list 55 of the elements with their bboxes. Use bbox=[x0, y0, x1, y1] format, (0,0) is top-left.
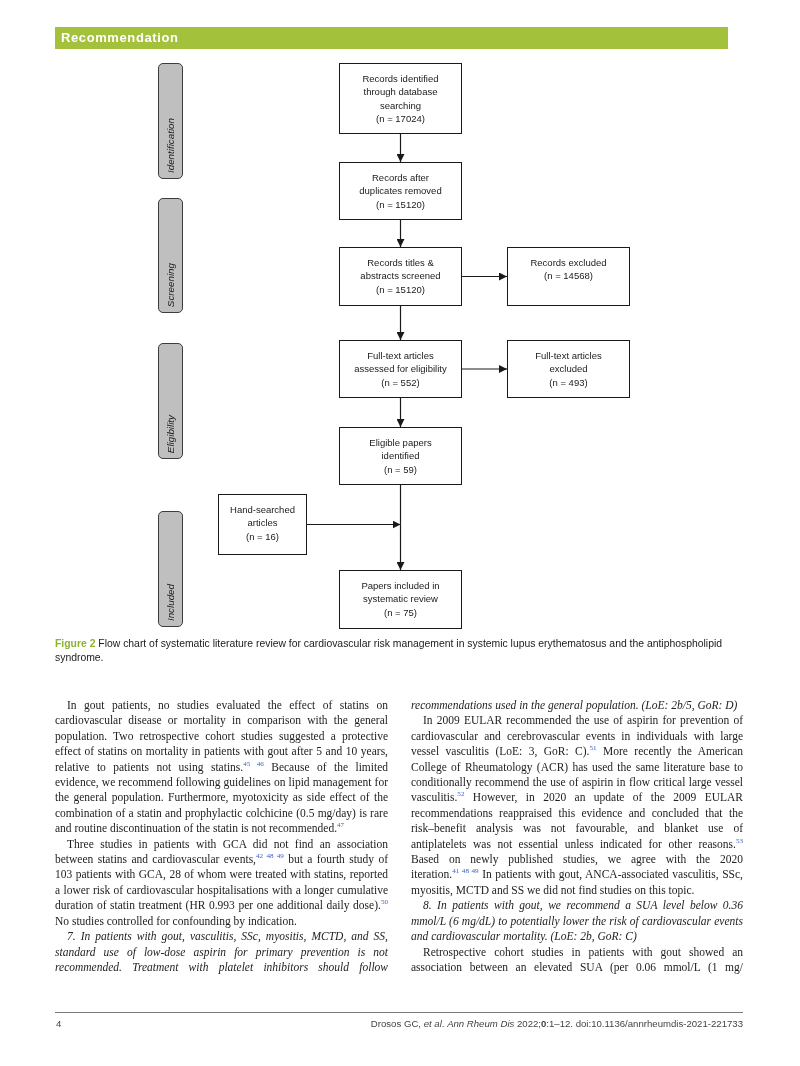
box-label: Records identified through database searching bbox=[361, 72, 440, 112]
recommendation-paragraph: recommendations used in the general population. (LoE: 2b/5, GoR: D) bbox=[411, 698, 739, 714]
count-label: (n = 15120) bbox=[376, 197, 425, 211]
arrow bbox=[396, 397, 405, 428]
body-paragraph: In gout patients, no studies evaluated the effect of statins on cardiovascular disease or mortality in comparison with the general population. Two retrospective cohort studies suggested a protective effect of statins on mortality in patients with gout after 5 and 10 years, relative to patients not using statins.$^{45 46}$ Because of the limited evidence, we recommend following guidelines on lipid management for the general population. Furthermore, myotoxicity as side effect of the combination of a statin and prophylactic colchicine (0.5 mg/day) is rare and routine discontinuation of the statin is not recommended.$^{47}$ bbox=[55, 698, 388, 837]
count-label: (n = 75) bbox=[384, 605, 417, 619]
arrow bbox=[396, 305, 405, 341]
process-box bbox=[339, 570, 462, 629]
process-box bbox=[507, 340, 630, 398]
count-label: (n = 15120) bbox=[376, 282, 425, 296]
process-box bbox=[339, 340, 462, 398]
count-label: (n = 14568) bbox=[544, 269, 593, 283]
box-label: Papers included in systematic review bbox=[360, 579, 441, 606]
count-label: (n = 17024) bbox=[376, 111, 425, 126]
arrow bbox=[461, 365, 508, 373]
box-label: Eligible papers identified bbox=[368, 436, 433, 463]
arrow bbox=[396, 523, 405, 571]
figure-caption: Figure 2 Flow chart of systematic literature review for cardiovascular risk management in systemic lupus erythematosus and the antiphospholipid syndrome. bbox=[55, 637, 724, 664]
count-label: (n = 552) bbox=[381, 375, 420, 389]
box-label: Records excluded bbox=[530, 256, 607, 270]
arrow bbox=[396, 133, 405, 163]
process-box bbox=[218, 494, 307, 555]
box-label: Records after duplicates removed bbox=[358, 171, 443, 198]
count-label: (n = 16) bbox=[246, 529, 279, 543]
process-box bbox=[507, 247, 630, 306]
count-label: (n = 59) bbox=[384, 462, 417, 476]
box-label: Records titles & abstracts screened bbox=[359, 256, 442, 283]
section-heading: Recommendation bbox=[55, 27, 728, 49]
arrow bbox=[461, 272, 508, 281]
stage-band bbox=[158, 198, 183, 313]
recommendation-paragraph: 7. In patients with gout, vasculitis, SSc, myositis, MCTD, and SS, standard use of low-dose aspirin for primary prevention is not recommended. Treatment with platelet inhibitors should follow bbox=[55, 929, 388, 976]
stage-band bbox=[158, 63, 183, 179]
body-paragraph: In 2009 EULAR recommended the use of aspirin for prevention of cardiovascular and cerebrovascular events in individuals with large vessel vasculitis (LoE: 3, GoR: C).$^{51}$ More recently the American College of Rheumatology (ACR) has used the same literature base to conditionally recommend the use of aspirin in flow critical large vessel vasculitis.$^{52}$ However, in 2020 an update of the 2009 EULAR recommendations reappraised this evidence and concluded that the risk–benefit analysis was not favourable, and blanket use of antiplatelets was not essential unless indicated for other reasons.$^{53}$ Based on newly published studies, we agree with the 2020 iteration.$^{41 48 49}$ In patients with gout, ANCA-associated vasculitis, SSc, myositis, MCTD and SS we did not find studies on this topic. bbox=[411, 713, 743, 899]
process-box bbox=[339, 247, 462, 306]
process-box bbox=[339, 162, 462, 220]
process-box bbox=[339, 63, 462, 134]
box-label: Full-text articles excluded bbox=[534, 349, 603, 376]
stage-band bbox=[158, 343, 183, 459]
stage-label: Identification bbox=[164, 118, 177, 173]
stage-label: Eligibility bbox=[164, 414, 177, 453]
body-paragraph: Retrospective cohort studies in patients with gout showed an association between an elevated SUA (per 0.06 mmol/L (1 mg/ bbox=[411, 944, 743, 976]
arrow bbox=[396, 219, 405, 248]
body-paragraph: Three studies in patients with GCA did not find an association between statins and cardiovascular events,$^{42 48 49}$ but a fourth study of 103 patients with GCA, 28 of whom were treated with statins, reported a lower risk of cardiovascular hospitalisations with a longer cumulative duration of statin treatment (HR 0.993 per one additional daily dose).$^{50}$ No studies controlled for confounding by indication. bbox=[55, 836, 388, 930]
count-label: (n = 493) bbox=[549, 375, 588, 389]
arrow bbox=[306, 520, 402, 529]
stage-label: Screening bbox=[164, 262, 177, 307]
citation-line: Drosos GC, et al. Ann Rheum Dis 2022;0:1–12. doi:10.1136/annrheumdis-2021-221733 bbox=[369, 1018, 743, 1030]
box-label: Full-text articles assessed for eligibility bbox=[353, 349, 448, 376]
box-label: Hand-searched articles bbox=[229, 503, 296, 530]
stage-band bbox=[158, 511, 183, 627]
stage-label: Included bbox=[164, 583, 177, 621]
connector-line bbox=[399, 484, 402, 526]
recommendation-paragraph: 8. In patients with gout, we recommend a SUA level below 0.36 mmol/L (6 mg/dL) to potentially lower the risk of cardiovascular events and cardiovascular mortality. (LoE: 2b, GoR: C) bbox=[411, 898, 743, 945]
page-number: 4 bbox=[56, 1018, 62, 1030]
process-box bbox=[339, 427, 462, 485]
